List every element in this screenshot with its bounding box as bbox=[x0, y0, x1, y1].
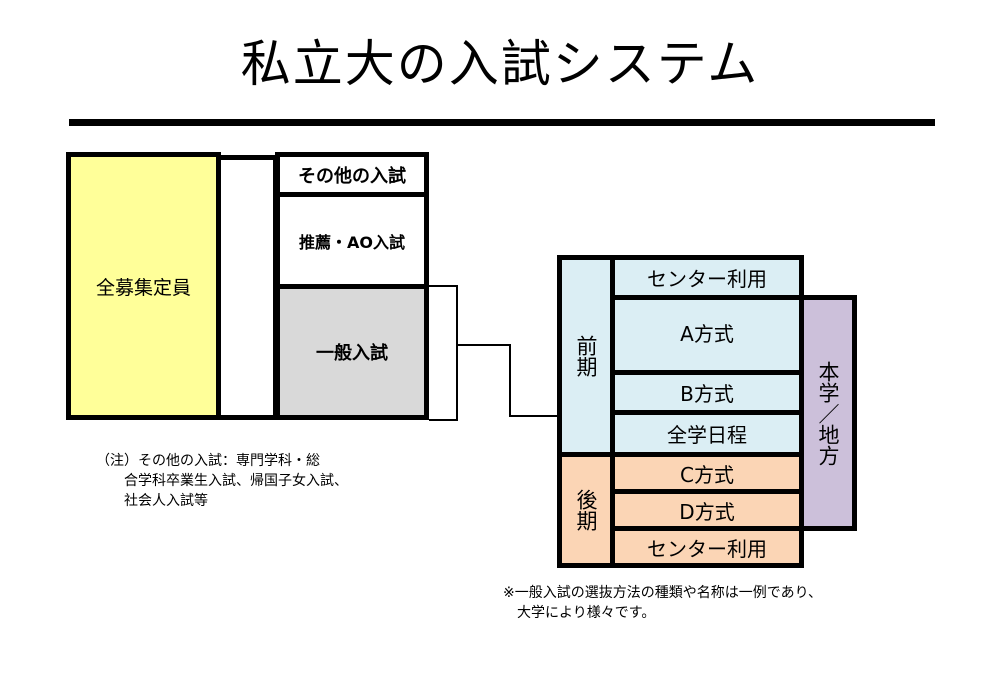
general-to-methods-line bbox=[457, 344, 557, 417]
general-exam-box: 一般入試 bbox=[275, 284, 429, 420]
general-exam-label: 一般入試 bbox=[316, 343, 388, 364]
first-term-label-box: 前期 bbox=[557, 255, 615, 457]
second-term-item-label: D方式 bbox=[679, 499, 735, 524]
left-footnote: （注）その他の入試：専門学科・総 合学科卒業生入試、帰国子女入試、 社会人入試等 bbox=[96, 453, 348, 509]
second-term-item-label: C方式 bbox=[680, 462, 734, 487]
title-divider bbox=[69, 119, 935, 126]
first-term-item: センター利用 bbox=[610, 255, 804, 300]
first-term-item-label: B方式 bbox=[680, 382, 734, 406]
page-title: 私立大の入試システム bbox=[240, 35, 760, 93]
total-quota-label: 全募集定員 bbox=[95, 276, 191, 299]
first-term-item-label: センター利用 bbox=[647, 267, 767, 291]
first-term-item: A方式 bbox=[610, 295, 804, 375]
first-term-label: 前期 bbox=[574, 335, 598, 377]
second-term-item: センター利用 bbox=[610, 526, 804, 568]
first-term-item: 全学日程 bbox=[610, 410, 804, 457]
other-exam-label: その他の入試 bbox=[298, 165, 406, 187]
first-term-item-label: 全学日程 bbox=[667, 423, 747, 447]
second-term-label-box: 後期 bbox=[557, 452, 615, 568]
total-quota-box: 全募集定員 bbox=[66, 152, 221, 420]
general-exam-bracket bbox=[429, 285, 458, 421]
second-term-item: D方式 bbox=[610, 489, 804, 531]
first-term-item-label: A方式 bbox=[680, 321, 734, 346]
second-term-item-label: センター利用 bbox=[647, 536, 767, 561]
right-footnote: ※一般入試の選抜方法の種類や名称は一例であり、 大学により様々です。 bbox=[503, 585, 823, 621]
main-campus-regional-box: 本学／地方 bbox=[799, 295, 857, 531]
second-term-item: C方式 bbox=[610, 452, 804, 494]
second-term-label: 後期 bbox=[574, 489, 598, 531]
first-term-item: B方式 bbox=[610, 370, 804, 415]
other-exam-box: その他の入試 bbox=[275, 152, 429, 197]
main-campus-regional-label: 本学／地方 bbox=[816, 360, 840, 466]
recommendation-ao-label: 推薦・AO入試 bbox=[299, 232, 405, 252]
